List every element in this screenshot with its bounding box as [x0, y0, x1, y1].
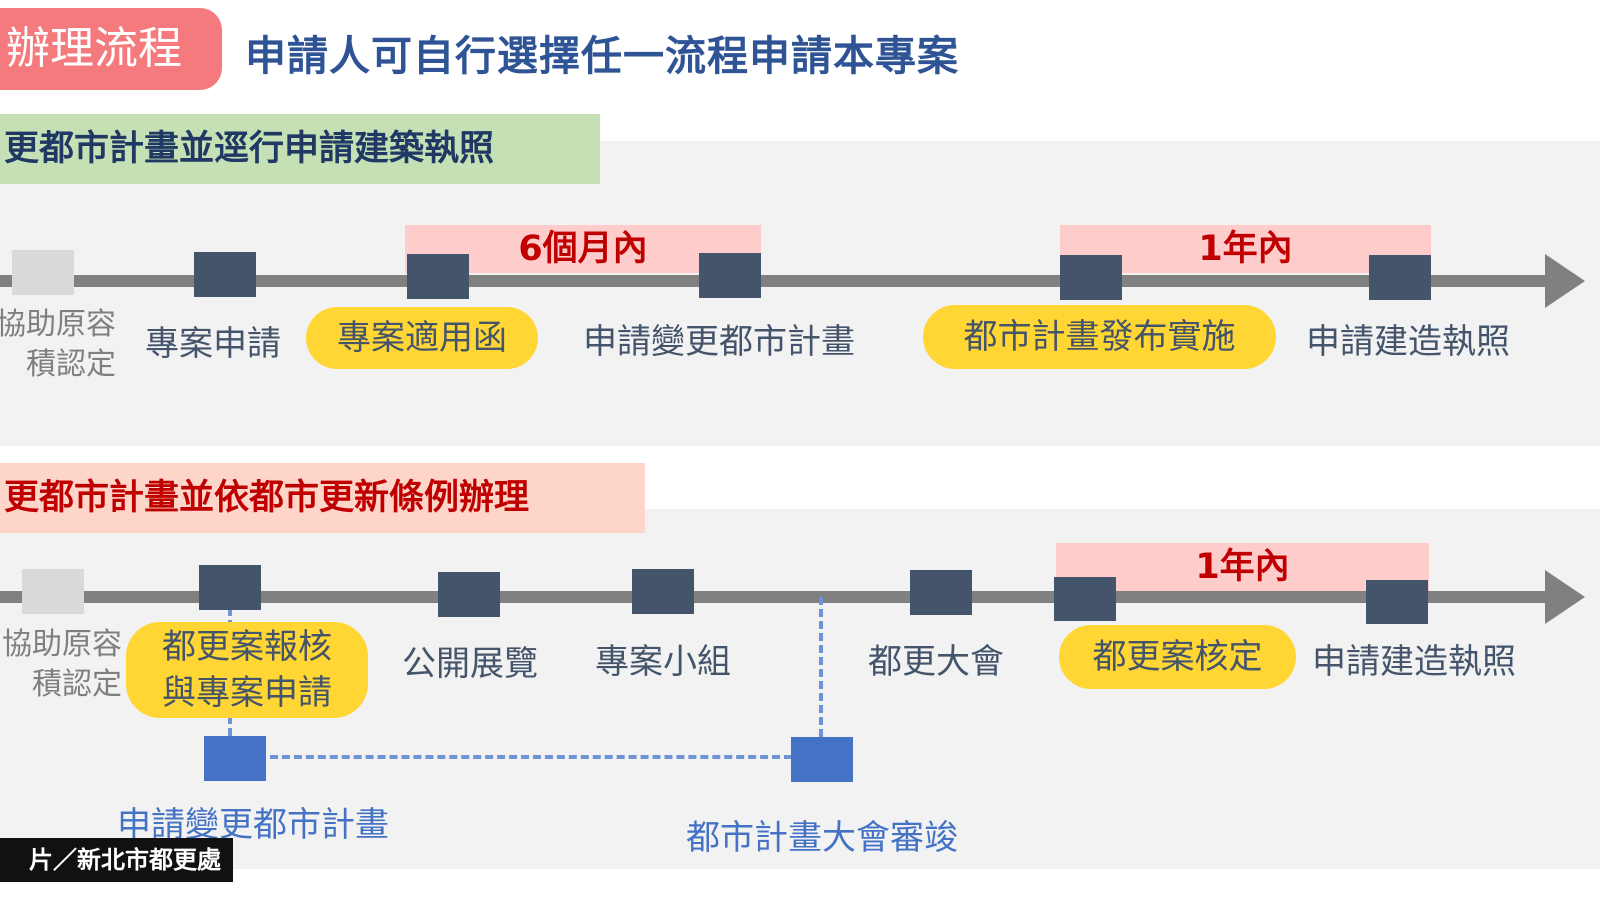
timeline-track	[0, 591, 1545, 603]
process-subtitle: 申請人可自行選擇任一流程申請本專案	[245, 32, 959, 80]
timeline-track	[0, 275, 1545, 287]
step-node	[699, 253, 761, 298]
step-label: 都更大會	[868, 642, 1004, 682]
step-node	[12, 250, 74, 295]
route-1-label: 更都市計畫並逕行申請建築執照	[0, 114, 600, 184]
step-label-highlight: 都更案核定	[1059, 625, 1296, 689]
step-label-highlight: 都更案報核 與專案申請	[126, 622, 368, 718]
step-node	[632, 569, 694, 614]
step-node	[22, 569, 84, 614]
step-node	[407, 254, 469, 299]
step-label-highlight: 都市計畫發布實施	[923, 305, 1276, 369]
step-node	[194, 252, 256, 297]
process-title-badge: 辦理流程	[0, 8, 222, 90]
step-label: 專案申請	[145, 324, 281, 364]
branch-connector	[819, 597, 823, 737]
step-label: 專案小組	[595, 642, 731, 682]
timeline-arrow-icon	[1545, 570, 1585, 624]
step-label: 申請建造執照	[1306, 322, 1510, 362]
step-label: 協助原容 積認定	[0, 307, 116, 382]
step-node	[910, 570, 972, 615]
step-node	[1369, 255, 1431, 300]
branch-step-node	[204, 736, 266, 781]
step-node	[1054, 577, 1116, 621]
image-credit: 片／新北市都更處	[0, 838, 233, 882]
step-label-highlight: 專案適用函	[306, 307, 538, 369]
step-node	[438, 572, 500, 617]
step-node	[199, 565, 261, 610]
step-label: 公開展覽	[402, 644, 538, 684]
branch-step-node	[791, 737, 853, 782]
timeline-arrow-icon	[1545, 254, 1585, 308]
branch-step-label: 都市計畫大會審竣	[686, 818, 958, 858]
step-label: 申請建造執照	[1312, 642, 1516, 682]
route-2-label: 更都市計畫並依都市更新條例辦理	[0, 463, 645, 533]
step-node	[1366, 580, 1428, 624]
step-label: 申請變更都市計畫	[583, 322, 855, 362]
step-node	[1060, 255, 1122, 300]
period-1-year: 1年內	[1056, 543, 1429, 591]
route-1-panel	[0, 141, 1600, 446]
step-label: 協助原容 積認定	[2, 627, 122, 702]
branch-connector	[270, 755, 792, 759]
